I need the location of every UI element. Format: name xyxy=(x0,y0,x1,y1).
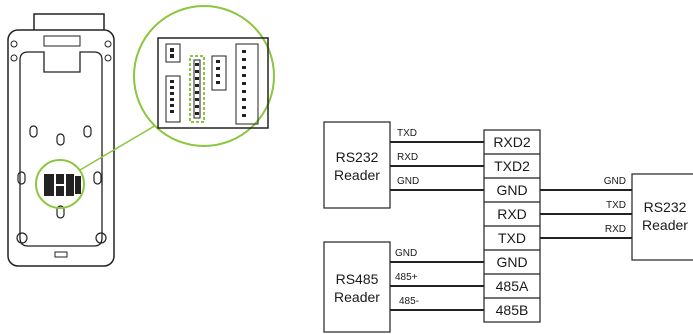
zoom-connector-2pin xyxy=(165,43,181,63)
rs485-reader-left-line2: Reader xyxy=(334,289,380,305)
rs232-reader-right-line1: RS232 xyxy=(644,199,687,215)
terminal-label: GND xyxy=(496,254,527,270)
terminal-label: 485B xyxy=(496,302,529,318)
device-screw-hole xyxy=(10,54,18,62)
terminal-block: RXD2 TXD2 GND RXD TXD GND 485A 485B xyxy=(483,129,541,323)
device-highlight-circle xyxy=(35,159,85,209)
terminal-label: 485A xyxy=(496,278,529,294)
wire-label: TXD xyxy=(606,200,626,211)
terminal-label: RXD2 xyxy=(493,134,531,150)
device-connector-cluster xyxy=(44,174,81,196)
wire-label: 485- xyxy=(399,296,419,307)
device-mount-slot xyxy=(83,125,92,138)
device-screw-hole xyxy=(104,40,112,48)
wire-label: RXD xyxy=(397,152,418,163)
device-bottom-notch xyxy=(54,251,68,258)
device-mount-slot xyxy=(29,125,38,138)
device-mount-slot xyxy=(56,133,65,146)
device-body xyxy=(7,29,115,267)
rs232-reader-right: RS232 Reader xyxy=(631,173,693,261)
device-mount-slot xyxy=(17,171,26,185)
zoom-connector-right xyxy=(235,43,259,125)
rs232-reader-left: RS232 Reader xyxy=(323,121,391,209)
zoom-connector-4pin xyxy=(211,55,227,91)
zoom-detail xyxy=(133,5,275,147)
terminal-label: TXD xyxy=(498,230,526,246)
zoom-connector-line xyxy=(79,117,169,171)
wire-label: 485+ xyxy=(395,272,418,283)
zoom-connector-highlighted xyxy=(189,55,205,123)
device-mount-slot xyxy=(56,205,65,219)
zoom-board-outline xyxy=(157,37,269,129)
device-illustration xyxy=(7,13,115,267)
device-screw-hole xyxy=(10,40,18,48)
wire-label: GND xyxy=(395,248,417,259)
terminal-label: TXD2 xyxy=(494,158,530,174)
device-bottom-hole xyxy=(95,232,107,244)
wire-label: TXD xyxy=(397,128,417,139)
wire-label: RXD xyxy=(605,224,626,235)
terminal-label: GND xyxy=(496,182,527,198)
rs232-left-wires: TXD RXD GND xyxy=(390,128,484,191)
rs232-reader-right-line2: Reader xyxy=(642,217,688,233)
rs485-reader-left: RS485 Reader xyxy=(323,241,391,333)
device-mount-slot xyxy=(93,171,102,185)
rs232-reader-left-line1: RS232 xyxy=(336,149,379,165)
zoom-highlight-circle xyxy=(133,5,275,147)
device-bottom-hole xyxy=(16,232,28,244)
device-camera-window xyxy=(43,35,81,47)
wire-label: GND xyxy=(397,176,419,187)
terminal-label: RXD xyxy=(497,206,527,222)
zoom-connector-left xyxy=(165,75,181,123)
rs485-wires: GND 485+ 485- xyxy=(390,248,484,311)
rs232-reader-left-line2: Reader xyxy=(334,167,380,183)
device-screw-hole xyxy=(104,54,112,62)
device-inner-panel xyxy=(19,51,103,247)
wire-label: GND xyxy=(604,176,626,187)
rs485-reader-left-line1: RS485 xyxy=(336,271,379,287)
rs232-right-wires: GND TXD RXD xyxy=(540,176,632,239)
